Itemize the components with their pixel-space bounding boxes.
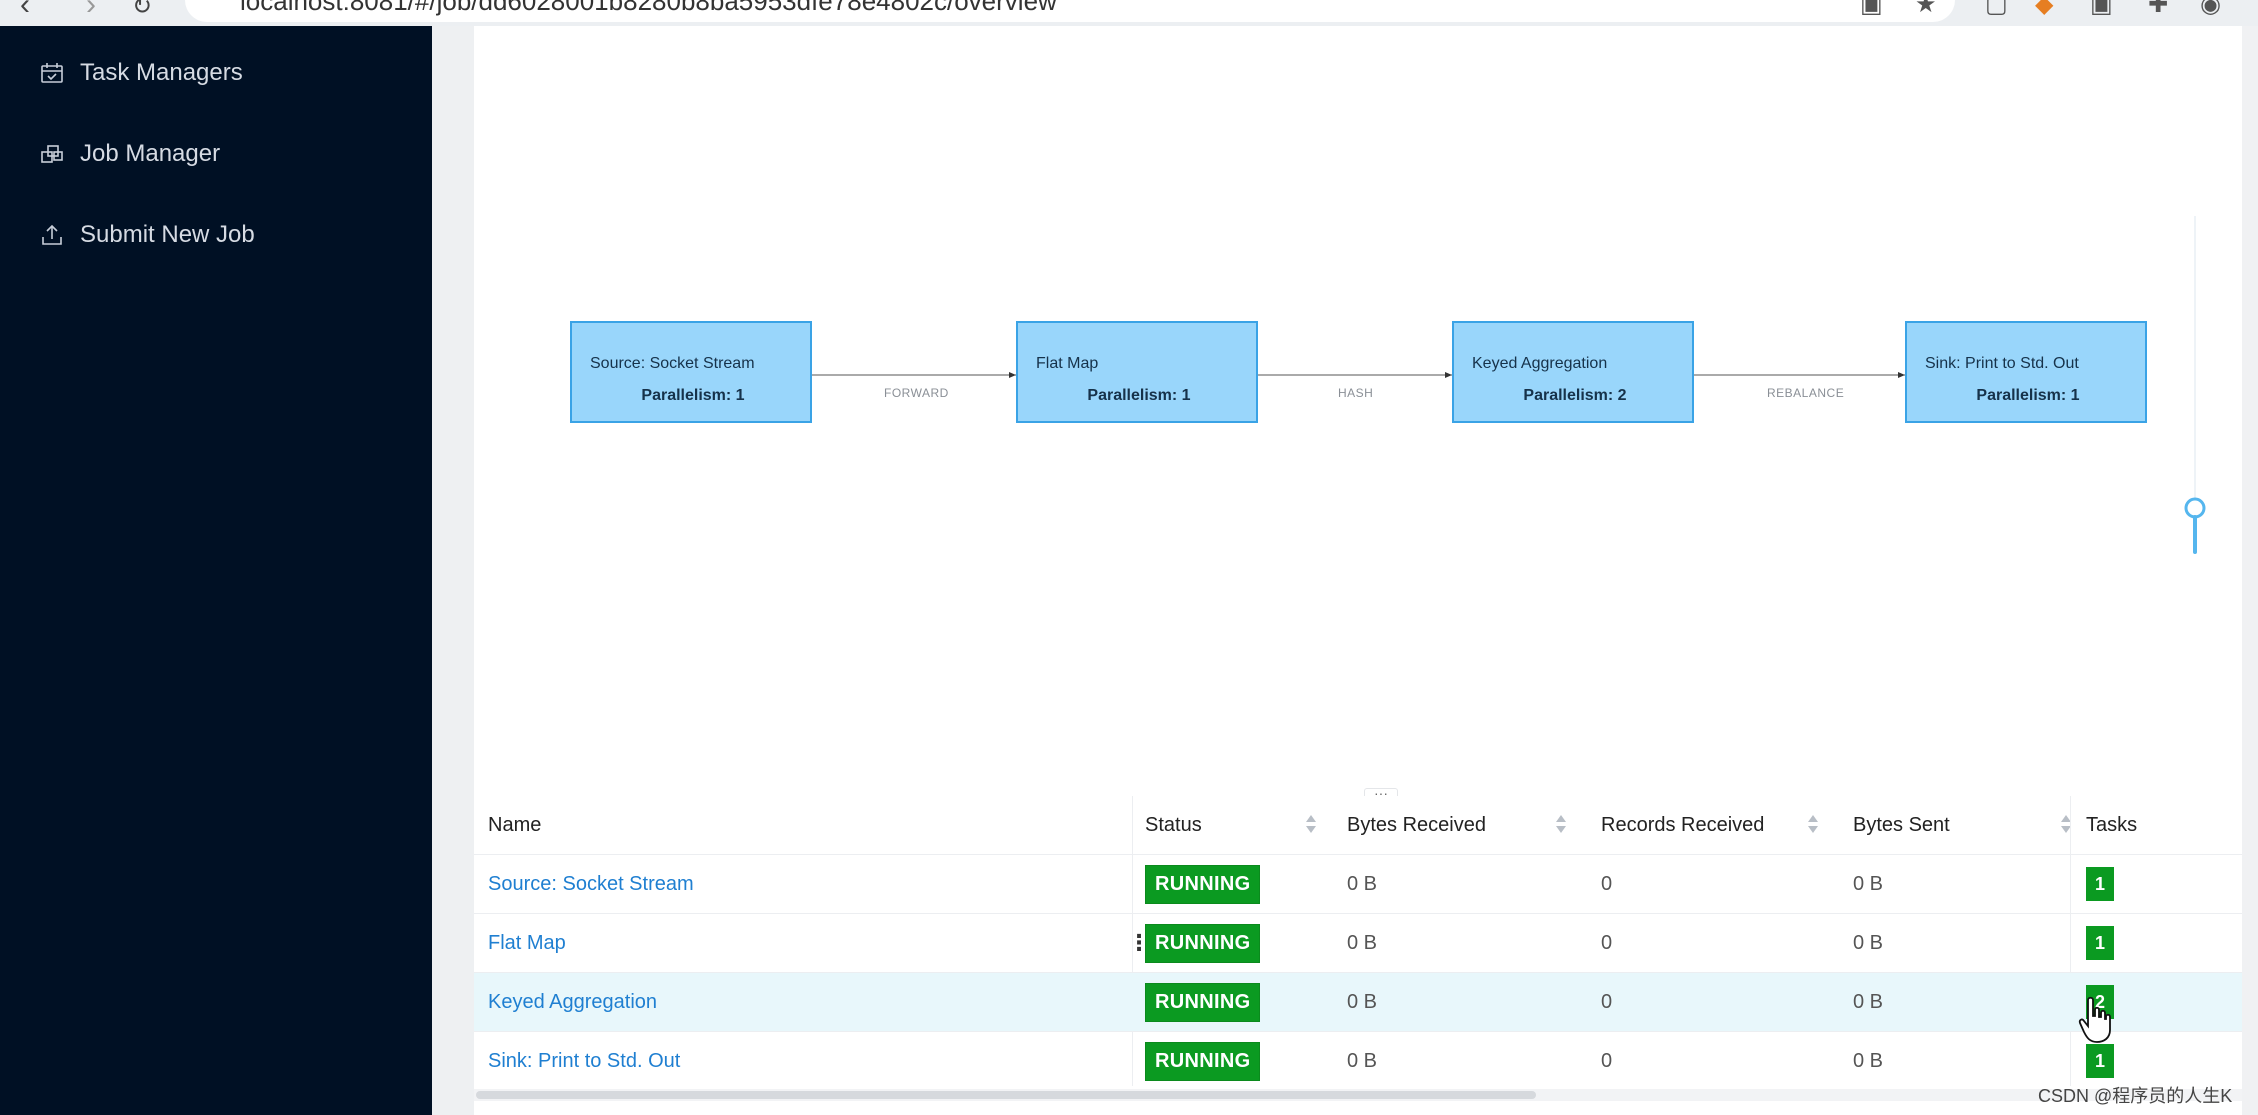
node-name: Flat Map (1036, 355, 1099, 372)
column-header-bytes-sent[interactable]: Bytes Sent (1853, 813, 1950, 836)
status-badge: RUNNING (1145, 923, 1261, 963)
graph-node-flat-map[interactable]: Flat Map Parallelism: 1 (1016, 321, 1258, 423)
extension-box-icon[interactable]: ▣ (2090, 0, 2113, 18)
sidebar-item-label: Job Manager (80, 140, 221, 167)
sidebar-item-label: Task Managers (80, 59, 243, 86)
column-divider (2070, 796, 2071, 1086)
tasks-cell: 1 (2086, 855, 2114, 913)
job-manager-icon (38, 140, 66, 168)
job-graph[interactable]: Source: Socket Stream Parallelism: 1 Fla… (474, 26, 2242, 796)
zoom-slider-handle[interactable] (2182, 496, 2208, 556)
more-options-icon[interactable]: ⋮ (1128, 930, 1150, 955)
back-icon[interactable]: ‹ (20, 0, 30, 21)
edge-label: REBALANCE (1767, 386, 1845, 400)
task-managers-icon (38, 59, 66, 87)
graph-node-source[interactable]: Source: Socket Stream Parallelism: 1 (570, 321, 812, 423)
status-badge: RUNNING (1145, 1041, 1261, 1081)
records-received-cell: 0 (1601, 1049, 1613, 1072)
bytes-received-cell: 0 B (1347, 990, 1378, 1013)
column-header-tasks[interactable]: Tasks (2086, 813, 2138, 836)
tasks-cell: 1 (2086, 1032, 2114, 1090)
vertex-name-link[interactable]: Keyed Aggregation (488, 990, 658, 1013)
sidebar-item-job-manager[interactable]: Job Manager (38, 134, 220, 174)
node-parallelism: Parallelism: 1 (1087, 387, 1191, 404)
bookmark-star-icon[interactable]: ★ (1915, 0, 1937, 18)
translate-icon[interactable]: ▣ (1860, 0, 1883, 18)
status-cell: RUNNING (1145, 1032, 1261, 1090)
table-row[interactable]: Flat Map ⋮ RUNNING 0 B 0 0 B 1 (474, 914, 2242, 973)
status-badge: RUNNING (1145, 864, 1261, 904)
task-count-badge[interactable]: 1 (2086, 867, 2114, 901)
column-header-bytes-received[interactable]: Bytes Received (1347, 813, 1486, 836)
column-header-name[interactable]: Name (488, 813, 542, 836)
records-received-cell: 0 (1601, 872, 1613, 895)
profile-icon[interactable]: ◉ (2200, 0, 2221, 18)
table-header: Name Status Bytes Received Records Recei… (474, 796, 2242, 855)
sidebar-item-submit-new-job[interactable]: Submit New Job (38, 215, 255, 255)
node-name: Keyed Aggregation (1472, 355, 1608, 372)
sort-icon[interactable] (1807, 812, 1819, 836)
bytes-sent-cell: 0 B (1853, 990, 1884, 1013)
sidebar-item-label: Submit New Job (80, 221, 255, 248)
scrollbar-thumb[interactable] (476, 1091, 1536, 1099)
node-parallelism: Parallelism: 1 (641, 387, 745, 404)
task-count-badge[interactable]: 1 (2086, 1044, 2114, 1078)
column-header-records-received[interactable]: Records Received (1601, 813, 1765, 836)
content-gutter (432, 26, 474, 1115)
node-name: Source: Socket Stream (590, 355, 755, 372)
browser-toolbar: ‹ › ↻ localhost:8081/#/job/dd6028001b828… (0, 0, 2258, 26)
status-cell: RUNNING (1145, 914, 1261, 972)
vertex-name-link[interactable]: Sink: Print to Std. Out (488, 1049, 681, 1072)
vertex-name-link[interactable]: Source: Socket Stream (488, 872, 694, 895)
table-row[interactable]: Sink: Print to Std. Out RUNNING 0 B 0 0 … (474, 1032, 2242, 1091)
status-cell: RUNNING (1145, 855, 1261, 913)
address-bar[interactable] (185, 0, 1955, 22)
graph-node-keyed-aggregation[interactable]: Keyed Aggregation Parallelism: 2 (1452, 321, 1694, 423)
horizontal-scrollbar[interactable] (474, 1089, 2242, 1101)
upload-icon (38, 221, 66, 249)
records-received-cell: 0 (1601, 931, 1613, 954)
task-count-badge[interactable]: 1 (2086, 926, 2114, 960)
sort-icon[interactable] (1305, 812, 1317, 836)
bytes-received-cell: 0 B (1347, 872, 1378, 895)
sidebar: Task Managers Job Manager Submit New Job (0, 26, 432, 1115)
graph-node-sink[interactable]: Sink: Print to Std. Out Parallelism: 1 (1905, 321, 2147, 423)
status-cell: RUNNING (1145, 973, 1261, 1031)
edge-label: FORWARD (884, 386, 949, 400)
edge-label: HASH (1338, 386, 1374, 400)
sort-icon[interactable] (1555, 812, 1567, 836)
hand-cursor-icon (2078, 996, 2111, 1043)
extension-icon[interactable]: ▢ (1985, 0, 2008, 18)
vertex-table: Name Status Bytes Received Records Recei… (474, 796, 2242, 1091)
bytes-sent-cell: 0 B (1853, 1049, 1884, 1072)
reload-icon[interactable]: ↻ (132, 0, 153, 20)
bytes-received-cell: 0 B (1347, 1049, 1378, 1072)
node-parallelism: Parallelism: 1 (1976, 387, 2080, 404)
node-parallelism: Parallelism: 2 (1523, 387, 1627, 404)
zoom-track (2194, 216, 2196, 516)
sort-icon[interactable] (2060, 812, 2072, 836)
tasks-cell: 1 (2086, 914, 2114, 972)
vertex-name-link[interactable]: Flat Map (488, 931, 566, 954)
bytes-received-cell: 0 B (1347, 931, 1378, 954)
graph-edges (812, 372, 1905, 378)
fox-extension-icon[interactable]: ◆ (2035, 0, 2054, 18)
forward-icon[interactable]: › (86, 0, 96, 21)
node-name: Sink: Print to Std. Out (1925, 355, 2079, 372)
table-row[interactable]: Source: Socket Stream RUNNING 0 B 0 0 B … (474, 855, 2242, 914)
vertical-scrollbar[interactable] (2242, 26, 2258, 1115)
job-overview-panel: Source: Socket Stream Parallelism: 1 Fla… (474, 26, 2242, 1115)
status-badge: RUNNING (1145, 982, 1261, 1022)
records-received-cell: 0 (1601, 990, 1613, 1013)
bytes-sent-cell: 0 B (1853, 872, 1884, 895)
puzzle-icon[interactable]: ✚ (2148, 0, 2169, 18)
column-divider (1132, 796, 1133, 1086)
watermark: CSDN @程序员的人生K (2038, 1086, 2233, 1106)
column-header-status[interactable]: Status (1145, 813, 1202, 836)
url-text[interactable]: localhost:8081/#/job/dd6028001b8280b8ba5… (240, 0, 1057, 16)
sidebar-item-task-managers[interactable]: Task Managers (38, 53, 243, 93)
table-row[interactable]: Keyed Aggregation RUNNING 0 B 0 0 B 2 (474, 973, 2242, 1032)
bytes-sent-cell: 0 B (1853, 931, 1884, 954)
